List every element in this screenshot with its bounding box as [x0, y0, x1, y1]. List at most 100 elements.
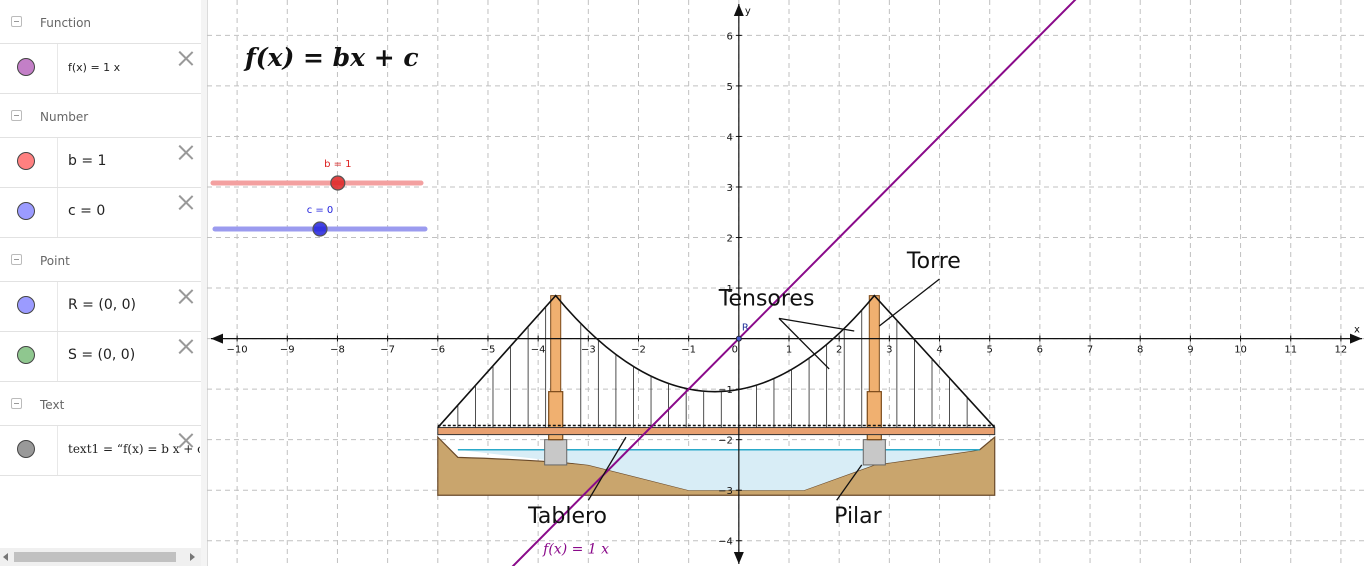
- algebra-horizontal-scrollbar[interactable]: [0, 548, 201, 566]
- bridge-label-torre: Torre: [906, 249, 961, 274]
- x-axis-label: x: [1354, 325, 1360, 336]
- group-label: Function: [40, 16, 92, 30]
- axes: [211, 4, 1362, 564]
- algebra-row[interactable]: S = (0, 0): [0, 331, 201, 382]
- bridge-label-pilar: Pilar: [834, 504, 882, 529]
- main-cable: [437, 294, 996, 429]
- bridge-label-tablero: Tablero: [527, 504, 607, 529]
- slider-knob[interactable]: [312, 221, 328, 237]
- group-label: Number: [40, 110, 89, 124]
- group-header-text[interactable]: Text: [0, 382, 201, 426]
- x-tick-label: 6: [1037, 345, 1043, 356]
- algebra-expression[interactable]: S = (0, 0): [68, 347, 136, 363]
- x-tick-label: −3: [581, 345, 596, 356]
- pier-base-left: [544, 439, 568, 466]
- delete-icon[interactable]: [178, 194, 194, 210]
- river-water: [457, 449, 980, 491]
- y-tick-label: 3: [726, 183, 732, 194]
- x-tick-label: 7: [1087, 345, 1093, 356]
- algebra-expression[interactable]: c = 0: [68, 203, 106, 219]
- slider-label: b = 1: [324, 159, 351, 170]
- delete-icon[interactable]: [178, 288, 194, 304]
- algebra-row[interactable]: f(x) = 1 x: [0, 43, 201, 94]
- x-tick-label: 0: [732, 345, 738, 356]
- delete-icon[interactable]: [178, 50, 194, 66]
- x-tick-label: −7: [380, 345, 395, 356]
- algebra-expression[interactable]: text1 = “f(x) = b x + c”: [68, 442, 200, 456]
- slider-c[interactable]: c = 0: [212, 205, 428, 237]
- visibility-toggle-icon[interactable]: [17, 152, 35, 170]
- y-tick-label: −4: [718, 537, 733, 548]
- label-pointer-line: [778, 317, 855, 332]
- scrollbar-thumb[interactable]: [14, 552, 176, 562]
- x-tick-label: −10: [227, 345, 248, 356]
- group-header-point[interactable]: Point: [0, 238, 201, 282]
- collapse-toggle-icon[interactable]: [11, 110, 22, 121]
- y-tick-label: 4: [726, 132, 732, 143]
- collapse-toggle-icon[interactable]: [11, 16, 22, 27]
- algebra-expression[interactable]: b = 1: [68, 153, 107, 169]
- delete-icon[interactable]: [178, 338, 194, 354]
- bridge-illustration: [437, 294, 996, 496]
- visibility-toggle-icon[interactable]: [17, 202, 35, 220]
- x-tick-label: −5: [481, 345, 496, 356]
- x-tick-label: −4: [531, 345, 546, 356]
- slider-label: c = 0: [307, 205, 334, 216]
- x-tick-label: −8: [330, 345, 345, 356]
- row-divider: [57, 282, 58, 331]
- label-pointer-line: [836, 464, 863, 501]
- x-tick-label: 10: [1234, 345, 1247, 356]
- row-divider: [57, 138, 58, 187]
- view-splitter[interactable]: [201, 0, 208, 566]
- scroll-right-arrow-icon[interactable]: [190, 553, 195, 561]
- collapse-toggle-icon[interactable]: [11, 398, 22, 409]
- point-r-label: R: [742, 323, 749, 334]
- sliders[interactable]: b = 1 c = 0: [210, 159, 428, 237]
- group-header-number[interactable]: Number: [0, 94, 201, 138]
- x-tick-label: 11: [1284, 345, 1297, 356]
- y-tick-label: −1: [718, 385, 733, 396]
- bridge-deck: [437, 427, 996, 436]
- visibility-toggle-icon[interactable]: [17, 440, 35, 458]
- visibility-toggle-icon[interactable]: [17, 296, 35, 314]
- algebra-row[interactable]: b = 1: [0, 137, 201, 188]
- label-pointer-line: [878, 278, 940, 327]
- y-tick-label: 5: [726, 82, 732, 93]
- x-tick-label: 1: [786, 345, 792, 356]
- group-header-function[interactable]: Function: [0, 0, 201, 44]
- delete-icon[interactable]: [178, 144, 194, 160]
- x-tick-label: −1: [681, 345, 696, 356]
- slider-knob[interactable]: [330, 175, 346, 191]
- visibility-toggle-icon[interactable]: [17, 58, 35, 76]
- delete-icon[interactable]: [178, 432, 194, 448]
- x-tick-label: −9: [280, 345, 295, 356]
- x-tick-label: −6: [430, 345, 445, 356]
- algebra-expression[interactable]: R = (0, 0): [68, 297, 136, 313]
- algebra-row[interactable]: R = (0, 0): [0, 281, 201, 332]
- row-divider: [57, 188, 58, 237]
- x-tick-label: 5: [987, 345, 993, 356]
- bridge-label-tensores: Tensores: [718, 287, 815, 312]
- algebra-row[interactable]: text1 = “f(x) = b x + c”: [0, 425, 201, 476]
- y-tick-label: 6: [726, 31, 732, 42]
- row-divider: [57, 44, 58, 93]
- y-axis-bottom-arrow-icon: [733, 552, 744, 564]
- y-axis-top-arrow-icon: [733, 4, 744, 16]
- group-label: Text: [40, 398, 65, 412]
- slider-b[interactable]: b = 1: [210, 159, 424, 191]
- y-tick-label: −3: [718, 486, 733, 497]
- y-axis-label: y: [745, 6, 751, 17]
- scroll-left-arrow-icon[interactable]: [3, 553, 8, 561]
- y-tick-label: 2: [726, 234, 732, 245]
- algebra-expression[interactable]: f(x) = 1 x: [68, 61, 121, 74]
- x-tick-label: 4: [936, 345, 942, 356]
- algebra-row[interactable]: c = 0: [0, 187, 201, 238]
- x-tick-label: 9: [1187, 345, 1193, 356]
- point-r[interactable]: [735, 335, 742, 342]
- visibility-toggle-icon[interactable]: [17, 346, 35, 364]
- collapse-toggle-icon[interactable]: [11, 254, 22, 265]
